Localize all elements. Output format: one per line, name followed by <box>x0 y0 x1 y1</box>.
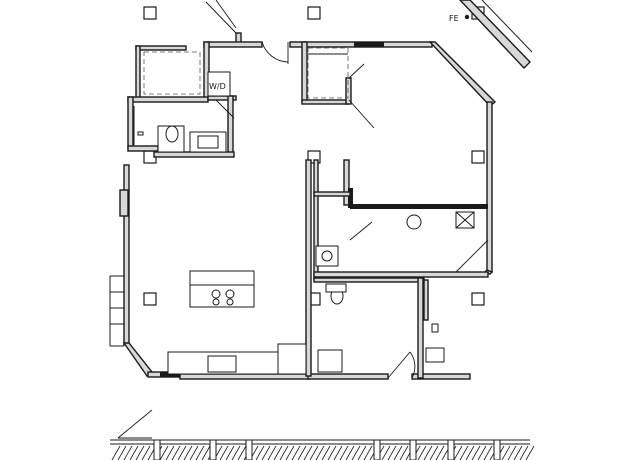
ground-hatch <box>267 445 277 460</box>
ground-hatch <box>519 445 529 460</box>
sink <box>197 135 219 149</box>
washer-dryer-label: W/D <box>209 82 226 91</box>
burner <box>212 298 220 306</box>
ground-hatch <box>423 445 433 460</box>
ground-hatch <box>237 445 247 460</box>
ground-hatch <box>471 445 481 460</box>
ground-hatch <box>327 445 337 460</box>
ground-hatch <box>333 445 343 460</box>
column <box>143 292 157 306</box>
ground-hatch <box>225 445 235 460</box>
shower <box>317 349 343 373</box>
closet-outlines <box>143 47 349 99</box>
ground-hatch <box>483 445 493 460</box>
washer-dryer: W/D <box>207 71 231 97</box>
ground-hatch <box>171 445 181 460</box>
ground-hatch <box>189 445 199 460</box>
round-fixture <box>406 214 422 230</box>
fire-extinguisher-label: FE <box>449 14 459 23</box>
ground-hatch <box>231 445 241 460</box>
ground-hatch <box>315 445 325 460</box>
fire-extinguisher: FE <box>449 14 470 23</box>
ground-hatch <box>381 445 391 460</box>
ground-hatch <box>291 445 301 460</box>
column <box>307 6 321 20</box>
ground-hatch <box>507 445 517 460</box>
ground-hatch <box>177 445 187 460</box>
stairs <box>109 275 124 347</box>
ground-hatch <box>513 445 523 460</box>
ground-hatch <box>465 445 475 460</box>
kitchen-counter <box>167 343 307 375</box>
ground-hatch <box>279 445 289 460</box>
fire-extinguisher-dot <box>464 14 470 20</box>
ground-hatch <box>219 445 229 460</box>
ground-hatch <box>351 445 361 460</box>
burner <box>226 298 234 306</box>
refrigerator <box>277 343 307 375</box>
ground-hatch <box>111 445 121 460</box>
ground-hatch <box>363 445 373 460</box>
ground-hatch <box>309 445 319 460</box>
ground-hatch <box>399 445 409 460</box>
ground-hatch <box>117 445 127 460</box>
walls <box>119 41 497 380</box>
ground-hatch <box>357 445 367 460</box>
ground-hatch <box>321 445 331 460</box>
ground-strip <box>110 439 535 460</box>
ground-hatch <box>195 445 205 460</box>
burner <box>211 289 221 299</box>
column <box>143 6 157 20</box>
column <box>471 292 485 306</box>
toilet-tank <box>325 283 347 293</box>
ground-hatch <box>255 445 265 460</box>
toilet <box>165 125 179 143</box>
ground-hatch <box>261 445 271 460</box>
ground-hatch <box>165 445 175 460</box>
ground-hatch <box>303 445 313 460</box>
ground-hatch <box>135 445 145 460</box>
ground-hatch <box>141 445 151 460</box>
interior-doors <box>117 63 489 439</box>
ground-hatch <box>459 445 469 460</box>
ground-hatch <box>435 445 445 460</box>
exterior-edge <box>459 0 533 70</box>
kitchen-sink <box>207 355 237 373</box>
column <box>471 150 485 164</box>
ground-hatch <box>201 445 211 460</box>
ground-hatch <box>393 445 403 460</box>
ground-hatch <box>525 445 535 460</box>
kitchen-island <box>189 270 255 308</box>
ground-hatch <box>285 445 295 460</box>
vanity <box>425 347 445 363</box>
ground-hatch <box>129 445 139 460</box>
sink <box>321 250 333 262</box>
ground-hatch <box>339 445 349 460</box>
ground-hatch <box>273 445 283 460</box>
entry-doors <box>205 0 289 64</box>
ground-hatch <box>345 445 355 460</box>
bathroom-upper <box>133 106 227 153</box>
ground-hatch <box>387 445 397 460</box>
ground-hatch <box>297 445 307 460</box>
burner <box>225 289 235 299</box>
ground-hatch <box>183 445 193 460</box>
ground-hatch <box>453 445 463 460</box>
ground-hatch <box>417 445 427 460</box>
ground-hatch <box>123 445 133 460</box>
ground-hatch <box>477 445 487 460</box>
bathroom-lower <box>317 283 445 373</box>
bathroom-right <box>315 211 475 267</box>
ground-hatch <box>159 445 169 460</box>
ground-hatch <box>429 445 439 460</box>
ground-hatch <box>501 445 511 460</box>
